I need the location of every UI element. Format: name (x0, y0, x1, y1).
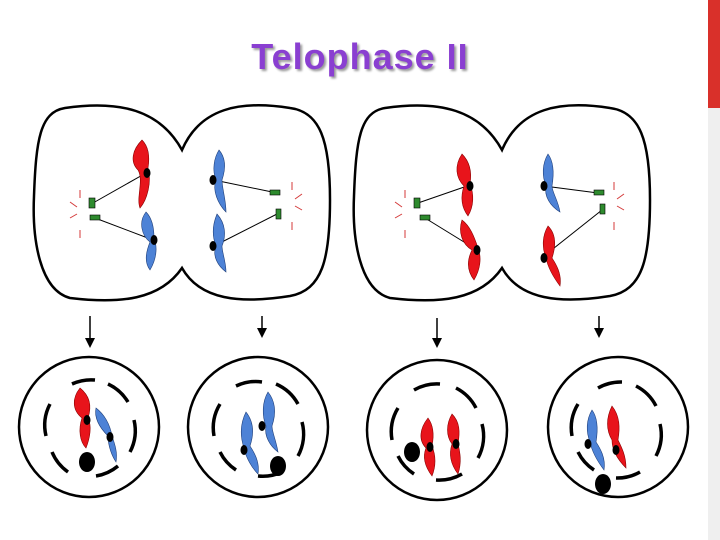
centriole (275, 208, 282, 220)
centriole (593, 189, 605, 196)
arrow-down (85, 316, 95, 348)
blue-chromosome (213, 149, 227, 213)
red-chromosome (73, 387, 91, 449)
centromere (584, 439, 592, 449)
blue-chromosome (141, 211, 157, 271)
blue-chromosome (262, 391, 279, 453)
centromere (426, 442, 434, 452)
right-edge-accent (708, 0, 720, 108)
right-edge-bar (708, 0, 720, 540)
centriole (269, 189, 281, 196)
nuclear-envelope-fragments (569, 380, 663, 480)
nuclear-envelope-fragments (389, 382, 486, 482)
red-chromosome (542, 225, 561, 287)
cell-membrane (32, 104, 332, 302)
centromere (473, 245, 481, 255)
centromere (209, 175, 217, 185)
blue-chromosome (95, 407, 117, 463)
red-chromosome (132, 139, 150, 209)
cell-membrane (186, 355, 330, 499)
centromere (540, 253, 548, 263)
centromere (150, 235, 158, 245)
blue-chromosome (542, 153, 561, 213)
centromere (258, 421, 266, 431)
arrow-down (257, 316, 267, 338)
centriole (413, 197, 421, 209)
daughter-cell-2 (186, 355, 330, 499)
centromere (452, 439, 460, 449)
centromere (106, 432, 114, 442)
centromere (466, 181, 474, 191)
spindle-fiber (417, 184, 471, 204)
slide-title: Telophase II (251, 36, 469, 77)
red-chromosome (607, 405, 627, 469)
centriole-dot (79, 452, 95, 472)
cell-membrane (352, 104, 652, 302)
spindle-fiber (543, 185, 599, 194)
nuclear-envelope-fragments (43, 378, 137, 478)
centriole-dot (270, 456, 286, 476)
spindle-fiber (92, 172, 147, 204)
daughter-cell-1 (17, 355, 161, 499)
centriole-dot (595, 474, 611, 494)
blue-chromosome (212, 213, 227, 273)
red-chromosome (456, 153, 474, 217)
centriole (89, 214, 101, 221)
centromere (209, 241, 217, 251)
spindle-fiber (213, 179, 278, 194)
centromere (540, 181, 548, 191)
dividing-cell-right (352, 104, 652, 302)
arrow-down (432, 318, 442, 348)
centriole (599, 203, 606, 215)
red-chromosome (460, 219, 481, 281)
dividing-cell-left (32, 104, 332, 302)
centriole (419, 214, 431, 221)
centromere (143, 168, 151, 178)
centromere (83, 415, 91, 425)
spindle-fiber (94, 217, 154, 241)
spindle-fiber (213, 212, 280, 247)
arrow-down (594, 316, 604, 338)
centriole (88, 197, 96, 209)
daughter-cell-3 (365, 358, 509, 502)
centromere (240, 445, 248, 455)
blue-chromosome (240, 411, 259, 475)
centriole-dot (404, 442, 420, 462)
centromere (612, 445, 620, 455)
blue-chromosome (586, 409, 605, 471)
daughter-cell-4 (546, 355, 690, 499)
